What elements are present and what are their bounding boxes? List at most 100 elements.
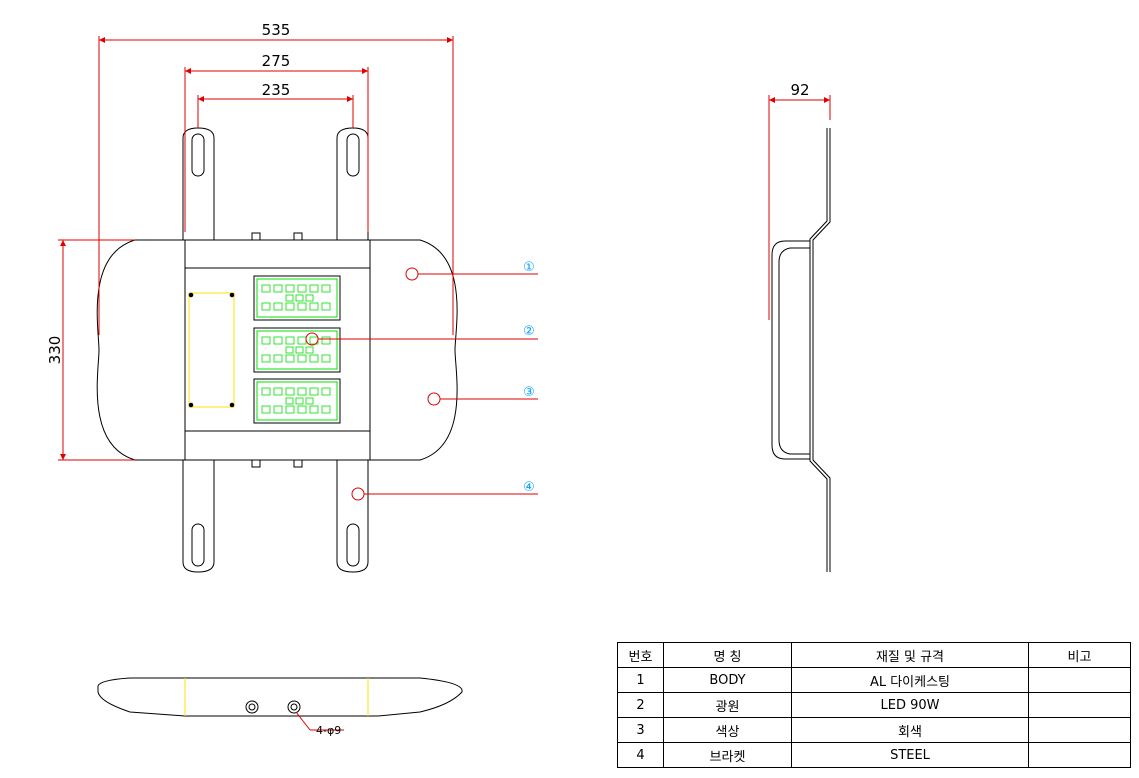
led-cell bbox=[285, 397, 294, 405]
led-cell bbox=[297, 354, 307, 363]
cell-name: 광원 bbox=[663, 692, 792, 718]
led-cell bbox=[297, 405, 307, 414]
led-cell bbox=[285, 346, 294, 354]
cell-number: 3 bbox=[617, 717, 664, 743]
header-number: 번호 bbox=[617, 642, 664, 668]
cell-remarks bbox=[1028, 667, 1131, 693]
led-cell bbox=[261, 336, 271, 345]
cell-material: LED 90W bbox=[791, 692, 1029, 718]
led-cell bbox=[309, 284, 319, 293]
front-dimensions bbox=[58, 36, 454, 461]
led-module-2 bbox=[253, 327, 341, 373]
callout-leaders bbox=[305, 267, 538, 501]
table-row: 1 BODY AL 다이케스팅 bbox=[617, 667, 1131, 693]
led-cell bbox=[285, 284, 295, 293]
table-row: 3 색상 회색 bbox=[617, 717, 1131, 743]
led-cell bbox=[295, 294, 304, 302]
header-name: 명 칭 bbox=[663, 642, 792, 668]
inner-frame bbox=[184, 239, 371, 461]
callout-2: ② bbox=[523, 324, 535, 339]
front-view bbox=[96, 127, 458, 573]
led-cell bbox=[321, 405, 331, 414]
led-cell bbox=[273, 354, 283, 363]
connector-top-right bbox=[293, 232, 303, 241]
side-view bbox=[771, 128, 831, 572]
led-module-1 bbox=[253, 275, 341, 321]
led-cell bbox=[273, 302, 283, 311]
led-cell bbox=[273, 387, 283, 396]
led-cell bbox=[273, 336, 283, 345]
callout-4: ④ bbox=[523, 480, 535, 495]
bracket-top-right bbox=[336, 127, 369, 240]
dim-depth: 92 bbox=[790, 81, 809, 99]
led-module-3 bbox=[253, 378, 341, 424]
led-cell bbox=[285, 405, 295, 414]
led-cell bbox=[261, 284, 271, 293]
cell-material: STEEL bbox=[791, 742, 1029, 768]
cell-remarks bbox=[1028, 692, 1131, 718]
led-cell bbox=[305, 294, 314, 302]
cell-remarks bbox=[1028, 717, 1131, 743]
dim-bracket-inner: 235 bbox=[262, 81, 291, 99]
bracket-bottom-left bbox=[182, 460, 215, 573]
cell-name: 브라켓 bbox=[663, 742, 792, 768]
led-cell bbox=[273, 405, 283, 414]
led-cell bbox=[261, 354, 271, 363]
led-cell bbox=[321, 336, 331, 345]
led-cell bbox=[321, 284, 331, 293]
cell-number: 4 bbox=[617, 742, 664, 768]
led-cell bbox=[297, 387, 307, 396]
led-cell bbox=[309, 354, 319, 363]
led-cell bbox=[261, 387, 271, 396]
table-row: 2 광원 LED 90W bbox=[617, 692, 1131, 718]
table-row: 4 브라켓 STEEL bbox=[617, 742, 1131, 768]
led-cell bbox=[297, 284, 307, 293]
header-remarks: 비고 bbox=[1028, 642, 1131, 668]
led-cell bbox=[321, 354, 331, 363]
dim-height: 330 bbox=[46, 336, 64, 365]
cell-material: AL 다이케스팅 bbox=[791, 667, 1029, 693]
led-cell bbox=[309, 387, 319, 396]
led-cell bbox=[261, 302, 271, 311]
cell-number: 2 bbox=[617, 692, 664, 718]
led-cell bbox=[309, 405, 319, 414]
cell-number: 1 bbox=[617, 667, 664, 693]
hole-leader bbox=[295, 711, 344, 731]
led-cell bbox=[285, 387, 295, 396]
led-cell bbox=[285, 354, 295, 363]
connector-top-left bbox=[251, 232, 261, 241]
led-cell bbox=[285, 336, 295, 345]
callout-3: ③ bbox=[523, 385, 535, 400]
bottom-view bbox=[97, 677, 463, 717]
side-dimensions bbox=[768, 95, 831, 320]
led-cell bbox=[285, 294, 294, 302]
cell-name: BODY bbox=[663, 667, 792, 693]
cell-remarks bbox=[1028, 742, 1131, 768]
dim-overall-width: 535 bbox=[262, 21, 291, 39]
bracket-top-left bbox=[182, 127, 215, 240]
hole-note: 4-φ9 bbox=[316, 724, 341, 737]
dim-bracket-outer: 275 bbox=[262, 52, 291, 70]
cell-material: 회색 bbox=[791, 717, 1029, 743]
bracket-bottom-right bbox=[336, 460, 369, 573]
callout-1: ① bbox=[523, 260, 535, 275]
led-cell bbox=[295, 397, 304, 405]
led-cell bbox=[305, 397, 314, 405]
led-cell bbox=[273, 284, 283, 293]
led-cell bbox=[321, 302, 331, 311]
led-cell bbox=[295, 346, 304, 354]
led-cell bbox=[285, 302, 295, 311]
header-material: 재질 및 규격 bbox=[791, 642, 1029, 668]
connector-bottom-left bbox=[251, 459, 261, 468]
parts-table-header: 번호 명 칭 재질 및 규격 비고 bbox=[617, 642, 1131, 668]
led-cell bbox=[305, 346, 314, 354]
led-cell bbox=[321, 387, 331, 396]
led-cell bbox=[261, 405, 271, 414]
led-cell bbox=[309, 302, 319, 311]
driver-panel bbox=[188, 292, 235, 408]
parts-table: 번호 명 칭 재질 및 규격 비고 1 BODY AL 다이케스팅 2 광원 L… bbox=[617, 642, 1131, 768]
led-cell bbox=[297, 302, 307, 311]
cell-name: 색상 bbox=[663, 717, 792, 743]
connector-bottom-right bbox=[293, 459, 303, 468]
